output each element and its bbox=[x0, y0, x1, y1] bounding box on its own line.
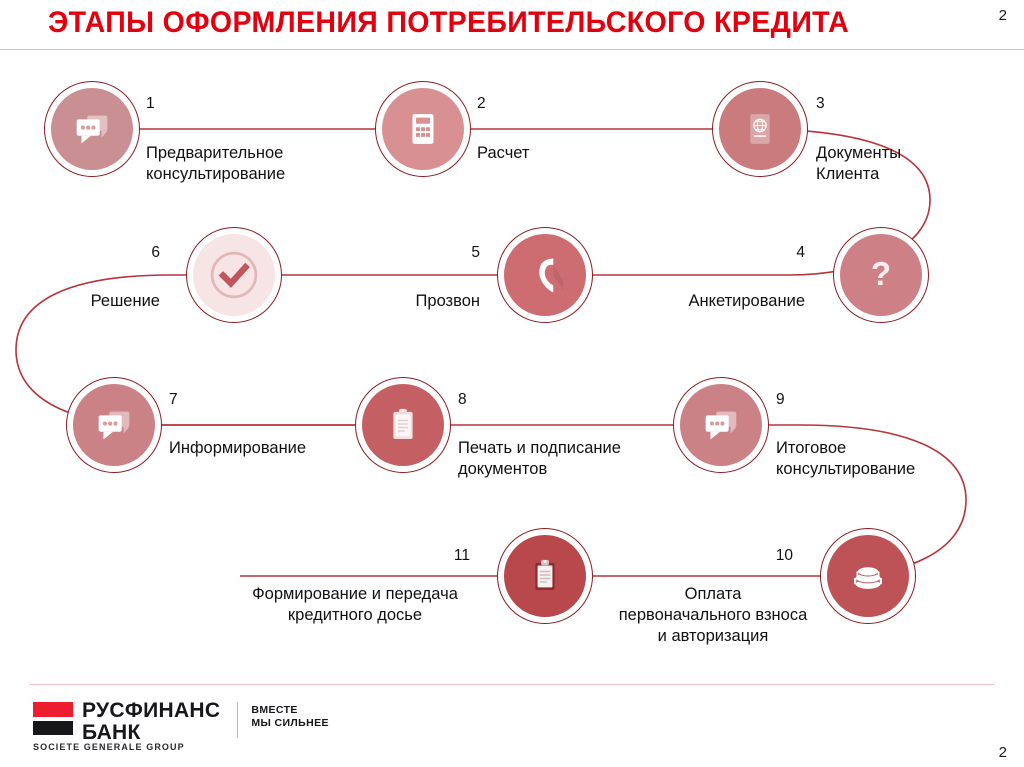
coins-icon bbox=[854, 566, 882, 590]
step-5-label: Прозвон bbox=[415, 292, 480, 310]
clipboard-icon bbox=[393, 408, 413, 439]
step-8-circle[interactable] bbox=[355, 377, 451, 473]
brand-logo: РУСФИНАНС БАНК ВМЕСТЕ МЫ СИЛЬНЕЕ bbox=[33, 699, 329, 745]
footer-divider bbox=[30, 684, 994, 685]
step-node-9[interactable] bbox=[673, 377, 769, 473]
slide-header: ЭТАПЫ ОФОРМЛЕНИЯ ПОТРЕБИТЕЛЬСКОГО КРЕДИТ… bbox=[0, 0, 1024, 50]
step-9-icon-disc bbox=[680, 384, 762, 466]
step-8-label: Печать и подписание документов bbox=[458, 439, 621, 479]
step-5-icon-disc bbox=[504, 234, 586, 316]
page-title: ЭТАПЫ ОФОРМЛЕНИЯ ПОТРЕБИТЕЛЬСКОГО КРЕДИТ… bbox=[48, 6, 850, 39]
step-8-icon-disc bbox=[362, 384, 444, 466]
step-10-label: Оплата первоначального взноса и авториза… bbox=[618, 585, 808, 646]
question-mark-icon: ? bbox=[871, 255, 891, 292]
brand-wordmark: РУСФИНАНС БАНК bbox=[82, 699, 221, 745]
step-node-3[interactable] bbox=[712, 81, 808, 177]
step-6-circle[interactable] bbox=[186, 227, 282, 323]
step-6-icon-disc bbox=[193, 234, 275, 316]
step-11-circle[interactable] bbox=[497, 528, 593, 624]
step-7-circle[interactable] bbox=[66, 377, 162, 473]
chat-bubbles-icon bbox=[98, 411, 130, 440]
step-7-label: Информирование bbox=[169, 439, 307, 457]
step-node-7[interactable] bbox=[66, 377, 162, 473]
step-2-circle[interactable] bbox=[375, 81, 471, 177]
step-9-label: Итоговое консультирование bbox=[776, 439, 916, 479]
svg-text:?: ? bbox=[871, 255, 891, 292]
step-node-11[interactable] bbox=[497, 528, 593, 624]
step-2-label: Расчет bbox=[477, 144, 530, 162]
step-1-icon-disc bbox=[51, 88, 133, 170]
chat-bubbles-icon bbox=[705, 411, 737, 440]
step-11-label: Формирование и передача кредитного досье bbox=[252, 585, 458, 625]
check-mark-icon bbox=[210, 251, 258, 299]
step-4-label: Анкетирование bbox=[688, 292, 805, 310]
page-number-bottom: 2 bbox=[998, 744, 1007, 761]
step-node-8[interactable] bbox=[355, 377, 451, 473]
step-11-icon-disc bbox=[504, 535, 586, 617]
passport-icon bbox=[750, 114, 770, 144]
step-node-2[interactable] bbox=[375, 81, 471, 177]
header-divider bbox=[0, 49, 1024, 50]
step-1-circle[interactable] bbox=[44, 81, 140, 177]
step-6-label: Решение bbox=[90, 292, 160, 310]
step-2-number: 2 bbox=[477, 95, 486, 112]
step-3-number: 3 bbox=[816, 95, 825, 112]
step-4-circle[interactable]: ? bbox=[833, 227, 929, 323]
step-node-10[interactable] bbox=[820, 528, 916, 624]
step-3-circle[interactable] bbox=[712, 81, 808, 177]
step-7-number: 7 bbox=[169, 391, 178, 408]
step-9-circle[interactable] bbox=[673, 377, 769, 473]
step-8-number: 8 bbox=[458, 391, 467, 408]
step-node-5[interactable] bbox=[497, 227, 593, 323]
rusfinance-logo-mark bbox=[33, 702, 73, 735]
step-11-number: 11 bbox=[453, 547, 470, 564]
step-10-number: 10 bbox=[775, 547, 793, 564]
step-4-icon-disc: ? bbox=[840, 234, 922, 316]
brand-tagline: ВМЕСТЕ МЫ СИЛЬНЕЕ bbox=[251, 704, 329, 730]
clipboard-icon bbox=[535, 559, 555, 590]
step-1-number: 1 bbox=[146, 95, 155, 112]
step-3-label: Документы Клиента bbox=[816, 144, 902, 184]
logo-separator bbox=[237, 702, 239, 738]
phone-icon bbox=[539, 258, 564, 293]
step-2-icon-disc bbox=[382, 88, 464, 170]
step-10-icon-disc bbox=[827, 535, 909, 617]
step-10-circle[interactable] bbox=[820, 528, 916, 624]
step-1-label: Предварительное консультирование bbox=[146, 144, 286, 184]
step-3-icon-disc bbox=[719, 88, 801, 170]
brand-group-label: SOCIETE GENERALE GROUP bbox=[33, 742, 185, 752]
page-number-top: 2 bbox=[998, 7, 1007, 24]
step-5-number: 5 bbox=[471, 244, 480, 261]
step-4-number: 4 bbox=[796, 244, 805, 261]
step-6-number: 6 bbox=[151, 244, 160, 261]
step-node-1[interactable] bbox=[44, 81, 140, 177]
brand-line-2: БАНК bbox=[82, 721, 141, 745]
step-node-6[interactable] bbox=[186, 227, 282, 323]
chat-bubbles-icon bbox=[76, 115, 108, 144]
brand-line-1: РУСФИНАНС bbox=[82, 699, 221, 722]
calculator-icon bbox=[412, 114, 434, 144]
step-node-4[interactable]: ? bbox=[833, 227, 929, 323]
step-7-icon-disc bbox=[73, 384, 155, 466]
step-9-number: 9 bbox=[776, 391, 785, 408]
step-5-circle[interactable] bbox=[497, 227, 593, 323]
